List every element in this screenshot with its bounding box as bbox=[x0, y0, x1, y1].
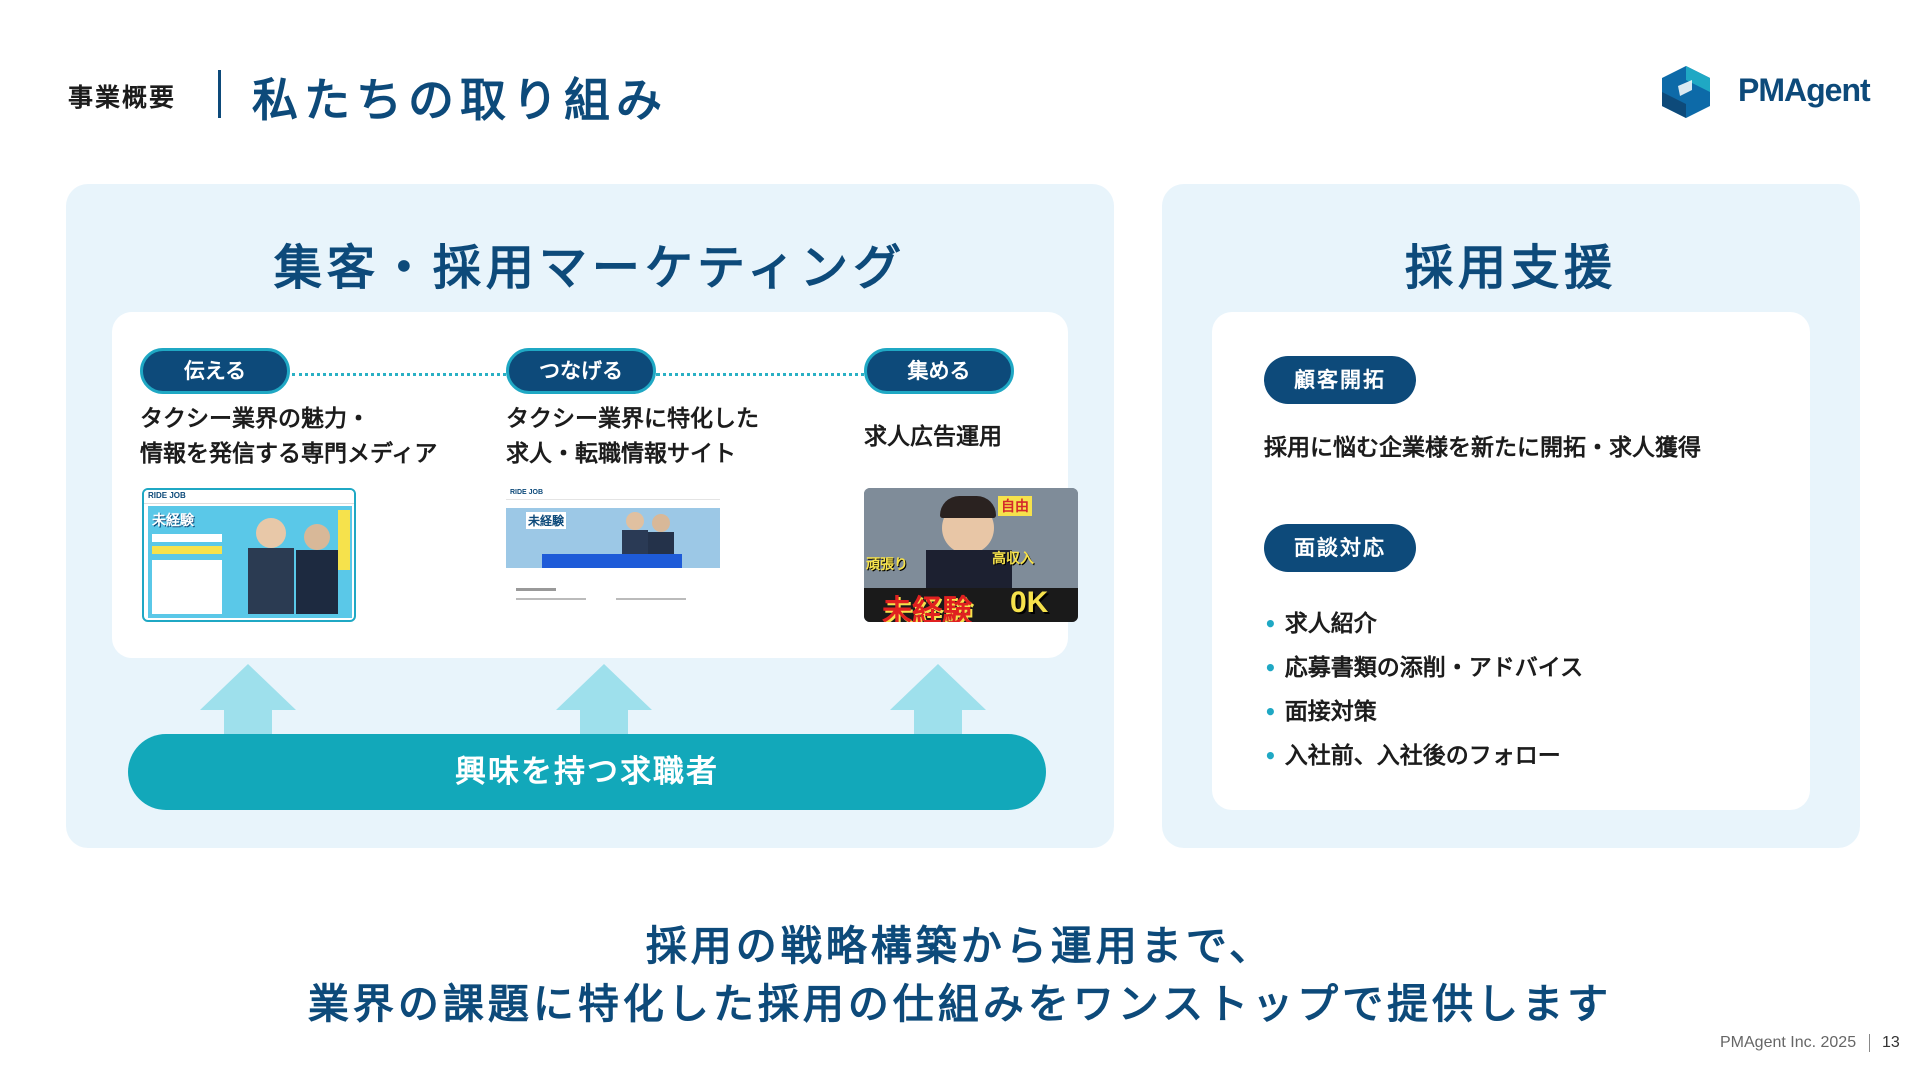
footer-copyright: PMAgent Inc. 2025 bbox=[1720, 1034, 1857, 1051]
summary-line-2: 業界の課題に特化した採用の仕組みをワンストップで提供します bbox=[307, 980, 1613, 1028]
flow-connector bbox=[656, 373, 878, 376]
thumb-brand: RIDE JOB bbox=[510, 489, 544, 496]
pill-atsumeru: 集める bbox=[864, 348, 1014, 394]
support-card: 顧客開拓 採用に悩む企業様を新たに開拓・求人獲得 面談対応 •求人紹介 •応募書… bbox=[1212, 312, 1810, 810]
header-divider bbox=[218, 70, 221, 118]
ad-tag-ok: 0K bbox=[1010, 586, 1049, 619]
thumb-brand: RIDE JOB bbox=[148, 491, 186, 500]
page-title: 私たちの取り組み bbox=[252, 73, 668, 127]
logo-text: PMAgent bbox=[1738, 72, 1871, 108]
support-panel: 採用支援 顧客開拓 採用に悩む企業様を新たに開拓・求人獲得 面談対応 •求人紹介… bbox=[1162, 184, 1860, 848]
footer-divider bbox=[1869, 1034, 1870, 1052]
up-arrow-icon bbox=[556, 664, 652, 736]
bullet-icon: • bbox=[1264, 700, 1277, 724]
media-site-thumbnail: RIDE JOB 未経験 bbox=[142, 488, 356, 622]
jobsite-thumbnail: RIDE JOB 未経験 bbox=[506, 488, 720, 622]
ad-thumbnail: 自由 頑張り 高収入 未経験 0K bbox=[864, 488, 1078, 622]
list-item: •面接対策 bbox=[1264, 699, 1377, 725]
list-item: •入社前、入社後のフォロー bbox=[1264, 743, 1561, 769]
section-label: 事業概要 bbox=[68, 83, 177, 112]
flow-connector bbox=[292, 373, 512, 376]
job-seeker-bar: 興味を持つ求職者 bbox=[128, 734, 1046, 810]
tag-interview-support: 面談対応 bbox=[1264, 524, 1416, 572]
client-development-text: 採用に悩む企業様を新たに開拓・求人獲得 bbox=[1264, 435, 1701, 461]
thumb-caption: 未経験 bbox=[526, 512, 567, 529]
tag-client-development: 顧客開拓 bbox=[1264, 356, 1416, 404]
summary-line-1: 採用の戦略構築から運用まで、 bbox=[645, 922, 1275, 970]
thumb-caption: 未経験 bbox=[152, 513, 194, 529]
up-arrow-icon bbox=[200, 664, 296, 736]
support-heading: 採用支援 bbox=[1404, 240, 1617, 296]
bullet-icon: • bbox=[1264, 656, 1277, 680]
page-number: 13 bbox=[1882, 1034, 1900, 1051]
list-item: •応募書類の添削・アドバイス bbox=[1264, 655, 1584, 681]
support-bullet-list: •求人紹介 •応募書類の添削・アドバイス •面接対策 •入社前、入社後のフォロー bbox=[1264, 602, 1583, 778]
ad-tag-income: 高収入 bbox=[992, 551, 1034, 567]
ad-tag-freedom: 自由 bbox=[998, 496, 1032, 516]
marketing-flow-card: 伝える つなげる 集める タクシー業界の魅力・ 情報を発信する専門メディア タク… bbox=[112, 312, 1078, 658]
up-arrow-icon bbox=[890, 664, 986, 736]
jobsite-description: タクシー業界に特化した 求人・転職情報サイト bbox=[506, 406, 759, 467]
ad-caption: 未経験 bbox=[882, 594, 972, 622]
ad-tag-effort: 頑張り bbox=[866, 557, 908, 573]
pill-tsunageru: つなげる bbox=[506, 348, 656, 394]
pmagent-logo-icon bbox=[1662, 66, 1710, 118]
pill-tsutaeru: 伝える bbox=[140, 348, 290, 394]
list-item: •求人紹介 bbox=[1264, 611, 1377, 637]
marketing-heading: 集客・採用マーケティング bbox=[273, 240, 907, 296]
bullet-icon: • bbox=[1264, 612, 1277, 636]
ads-description: 求人広告運用 bbox=[864, 424, 1002, 450]
bullet-icon: • bbox=[1264, 744, 1277, 768]
marketing-panel: 集客・採用マーケティング 伝える つなげる 集める タクシー業界の魅力・ 情報を… bbox=[66, 184, 1114, 848]
media-description: タクシー業界の魅力・ 情報を発信する専門メディア bbox=[140, 406, 438, 467]
